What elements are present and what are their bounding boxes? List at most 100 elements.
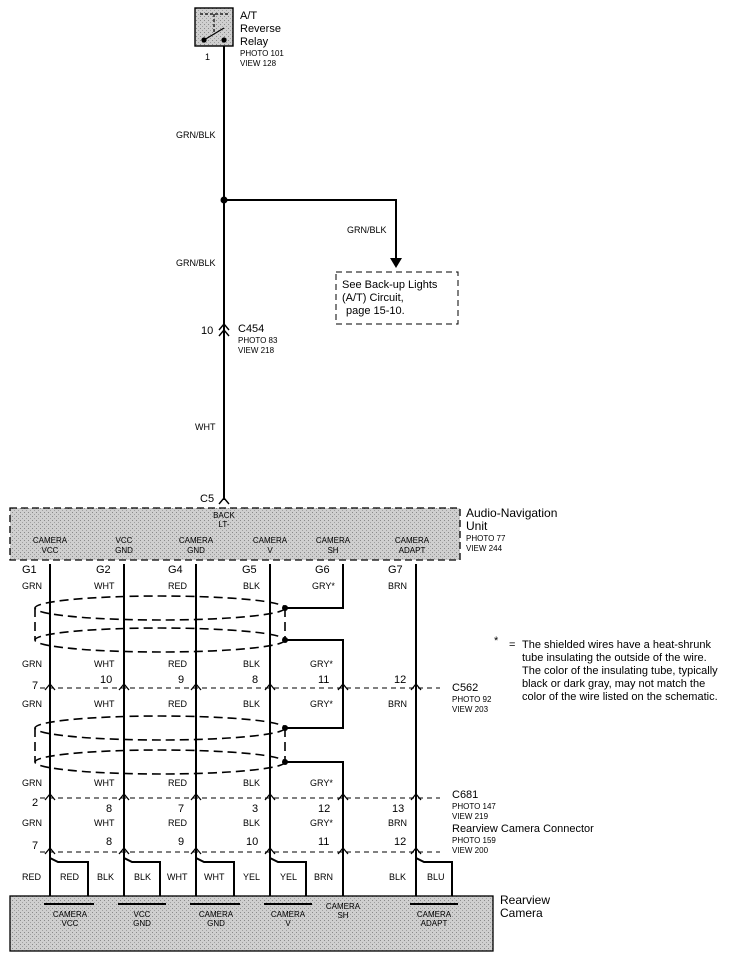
cam-conn-pin: 7 <box>32 840 38 852</box>
unit-photo: PHOTO 77 <box>466 534 506 543</box>
c454-pin: 10 <box>201 325 213 337</box>
footnote-line1: The shielded wires have a heat-shrunk <box>522 639 711 651</box>
c681-pin: 12 <box>318 803 330 815</box>
c562-pin: 12 <box>394 674 406 686</box>
wire-color: BLK <box>243 818 260 828</box>
backup-note-line3: page 15-10. <box>346 305 405 317</box>
footnote-line3: The color of the insulating tube, typica… <box>522 665 718 677</box>
unit-pin-label: CAMERA <box>316 536 351 545</box>
unit-pin-col-5: CAMERA SH G6 GRY* GRY* 11 GRY* GRY* 12 G… <box>310 536 351 848</box>
camera-wire-color: BLU <box>427 872 445 882</box>
c681-photo: PHOTO 147 <box>452 802 496 811</box>
wire-color: WHT <box>94 659 115 669</box>
relay-name-line3: Relay <box>240 36 269 48</box>
unit-view: VIEW 244 <box>466 544 503 553</box>
unit-pin-label: VCC <box>42 546 59 555</box>
wire-color: BLK <box>243 659 260 669</box>
c5-label-line1: BACK <box>213 511 235 520</box>
wire-color: BLK <box>243 778 260 788</box>
cam-conn-pin: 9 <box>178 836 184 848</box>
camera-wire-color: YEL <box>280 872 297 882</box>
camera-pin-label: VCC <box>62 919 79 928</box>
unit-pin-label: GND <box>187 546 205 555</box>
cam-conn-pin: 12 <box>394 836 406 848</box>
wire-color: RED <box>168 778 188 788</box>
c681-pin: 13 <box>392 803 404 815</box>
wire-g6-drain-2 <box>285 639 344 729</box>
wire-g6-drain-3 <box>285 761 344 860</box>
relay-switch-icon <box>200 13 228 43</box>
c681-view: VIEW 219 <box>452 812 489 821</box>
footnote-eq: = <box>509 639 515 651</box>
wire-color: WHT <box>94 699 115 709</box>
unit-pin-id: G7 <box>388 564 403 576</box>
wire-color-wht: WHT <box>195 422 216 432</box>
camera-pin-label: VCC <box>134 910 151 919</box>
relay-photo: PHOTO 101 <box>240 49 284 58</box>
wire-color: BRN <box>388 818 407 828</box>
unit-pin-col-4: CAMERA V G5 BLK BLK 8 BLK BLK 3 BLK 10 <box>242 536 288 848</box>
c5-label-line2: LT- <box>219 520 230 529</box>
unit-pin-id: G6 <box>315 564 330 576</box>
wire-color: GRY* <box>310 818 333 828</box>
camera-wire-color: BLK <box>97 872 114 882</box>
unit-pin-label: CAMERA <box>395 536 430 545</box>
camera-pin-label: GND <box>133 919 151 928</box>
camera-box <box>9 895 494 952</box>
camera-pigtail <box>49 857 453 896</box>
footnote-line5: color of the wire listed on the schemati… <box>522 691 718 703</box>
wire-color: GRY* <box>310 659 333 669</box>
camera-pin-label: ADAPT <box>421 919 448 928</box>
wire-color: GRY* <box>310 699 333 709</box>
relay-view: VIEW 128 <box>240 59 277 68</box>
cam-conn-name: Rearview Camera Connector <box>452 823 594 835</box>
c454-connector-icon <box>218 322 230 337</box>
unit-pin-label: CAMERA <box>253 536 288 545</box>
camera-name-line1: Rearview <box>500 893 550 907</box>
c562-view: VIEW 203 <box>452 705 489 714</box>
wire-color: GRN <box>22 818 42 828</box>
camera-pin-label: V <box>285 919 291 928</box>
camera-wire-color: BRN <box>314 872 333 882</box>
camera-pin-label: CAMERA <box>199 910 234 919</box>
cam-conn-view: VIEW 200 <box>452 846 489 855</box>
wire-color: GRN <box>22 699 42 709</box>
unit-pin-col-3: CAMERA GND G4 RED RED 9 RED RED 7 RED 9 <box>168 536 214 848</box>
cable-shield-upper <box>34 595 286 653</box>
wire-color-grn-blk-branch: GRN/BLK <box>347 225 387 235</box>
harness-wires <box>49 564 417 860</box>
camera-wire-color: BLK <box>389 872 406 882</box>
reverse-relay: A/T Reverse Relay PHOTO 101 VIEW 128 1 <box>194 7 284 68</box>
wire-color-grn-blk-1: GRN/BLK <box>176 130 216 140</box>
camera-pin-label: CAMERA <box>326 902 361 911</box>
unit-pin-id: G1 <box>22 564 37 576</box>
c454-photo: PHOTO 83 <box>238 336 278 345</box>
camera-wire-color: RED <box>60 872 80 882</box>
unit-pin-col-1: CAMERA VCC G1 GRN GRN 7 GRN GRN 2 GRN 7 <box>22 536 68 852</box>
c454-connector: 10 C454 PHOTO 83 VIEW 218 <box>201 322 278 355</box>
wire-color-grn-blk-2: GRN/BLK <box>176 258 216 268</box>
wire-color: BLK <box>243 581 260 591</box>
c681-pin: 3 <box>252 803 258 815</box>
c454-name: C454 <box>238 323 264 335</box>
relay-name-line2: Reverse <box>240 23 281 35</box>
c454-view: VIEW 218 <box>238 346 275 355</box>
c5-connector-icon <box>218 496 230 505</box>
camera-wire-color: YEL <box>243 872 260 882</box>
unit-pin-label: ADAPT <box>399 546 426 555</box>
wire-color: RED <box>168 659 188 669</box>
backup-note-box <box>335 271 459 325</box>
relay-name-line1: A/T <box>240 10 257 22</box>
unit-pin-id: G2 <box>96 564 111 576</box>
c562-pin: 8 <box>252 674 258 686</box>
wire-color: WHT <box>94 818 115 828</box>
c562-pin: 10 <box>100 674 112 686</box>
camera-pin-label: CAMERA <box>417 910 452 919</box>
unit-pin-label: GND <box>115 546 133 555</box>
camera-wire-color: WHT <box>204 872 225 882</box>
camera-wire-color: WHT <box>167 872 188 882</box>
wire-color: GRN <box>22 778 42 788</box>
wire-color: RED <box>168 699 188 709</box>
backup-note-line2: (A/T) Circuit, <box>342 292 404 304</box>
wire-g6-drain-1 <box>285 564 344 609</box>
